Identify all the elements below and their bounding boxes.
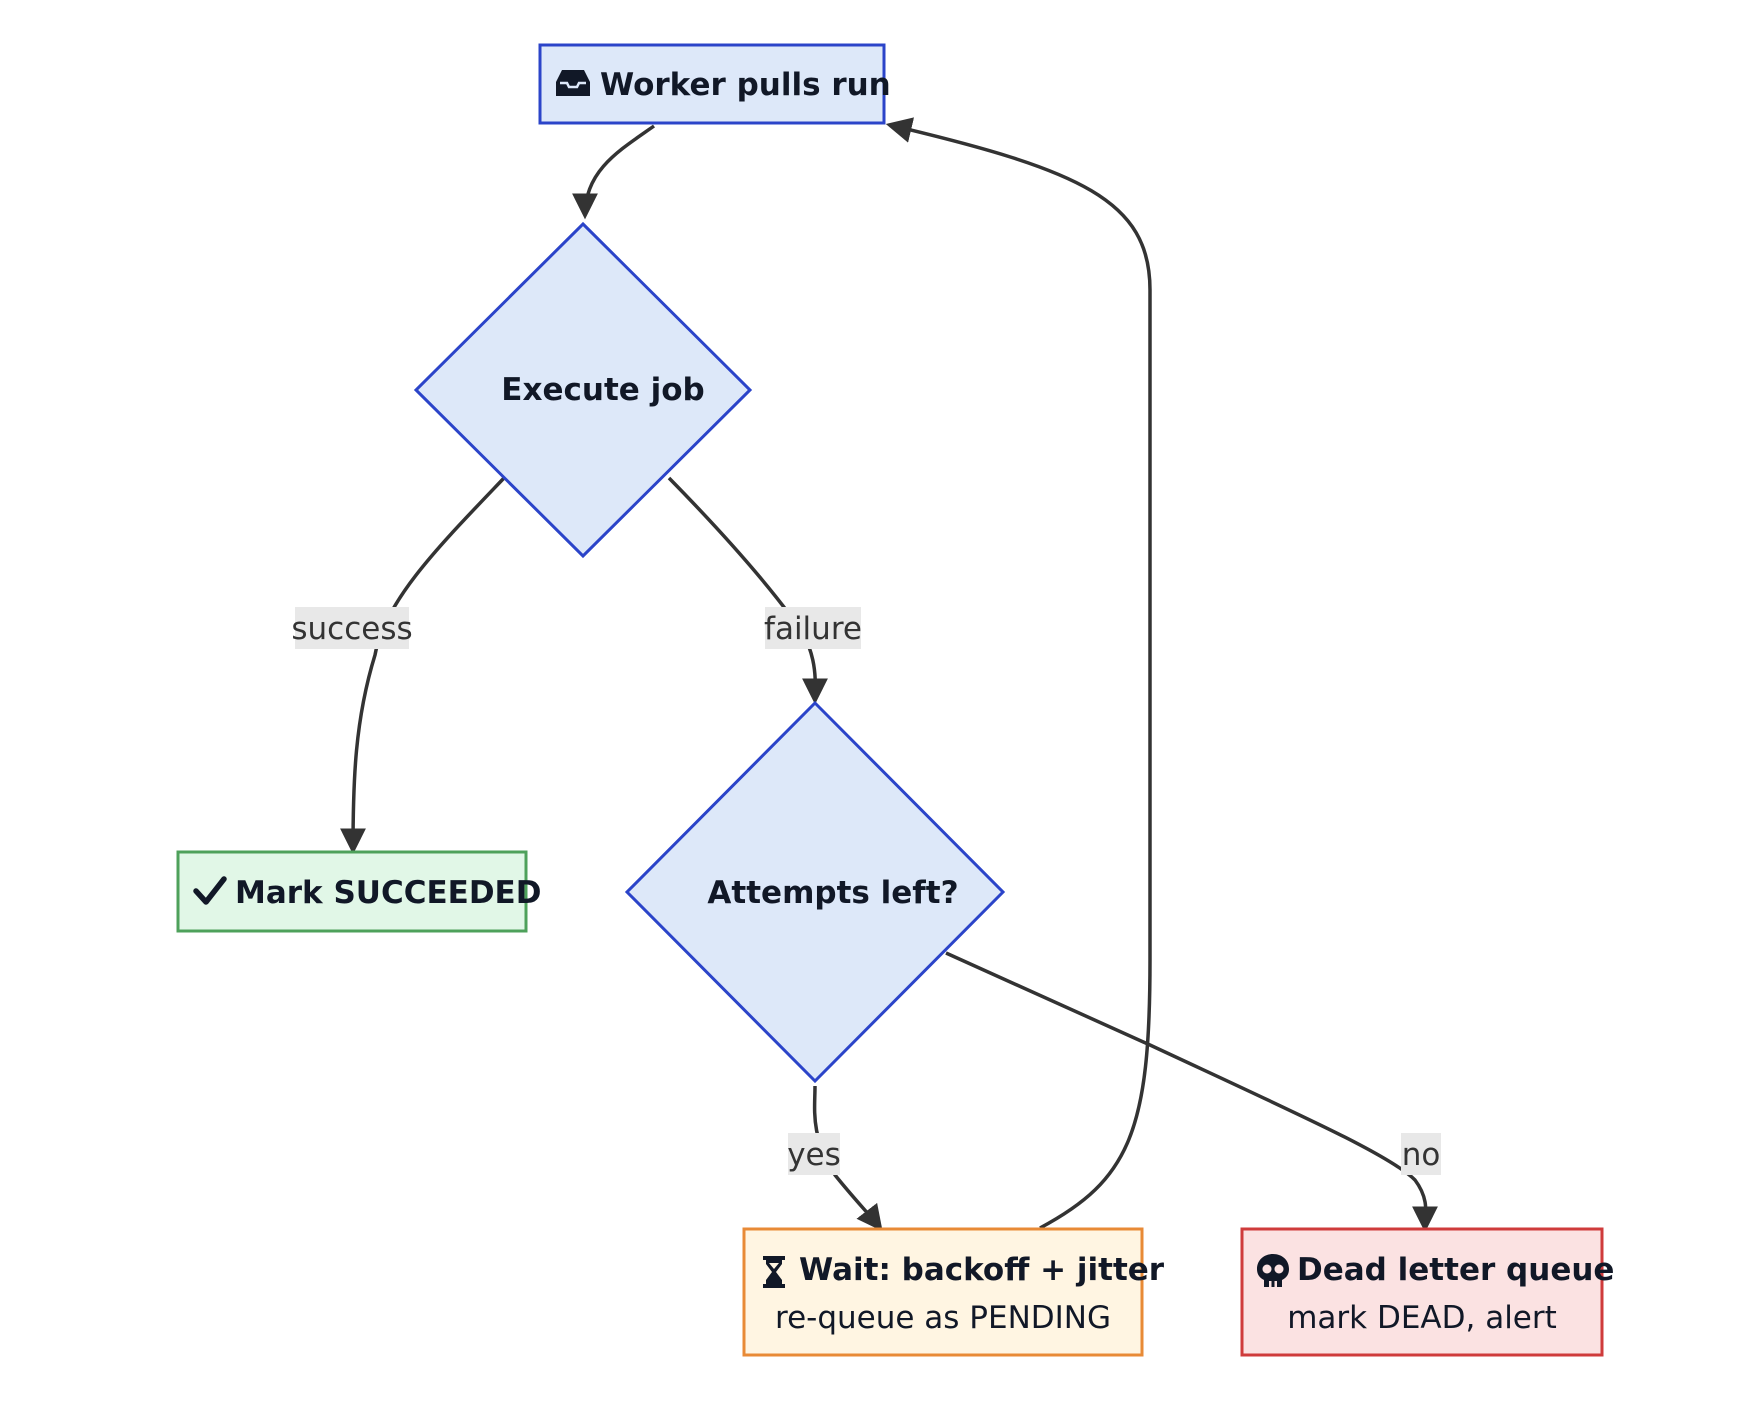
svg-text:yes: yes [787,1137,841,1173]
node-worker-pulls-run: Worker pulls run [538,43,891,125]
edge-label-failure: failure [764,607,862,649]
edge-start-to-execute [572,124,656,220]
check-icon [193,876,227,905]
node-label: Worker pulls run [600,67,891,103]
node-label: Attempts left? [707,875,958,911]
hourglass-icon [763,1256,785,1288]
node-label: Wait: backoff + jitter [799,1252,1165,1288]
skull-icon [1257,1254,1289,1287]
node-wait-backoff: Wait: backoff + jitter re-queue as PENDI… [742,1227,1165,1357]
node-execute-job: Execute job [413,221,753,559]
edge-execute-success [340,476,506,855]
edge-label-yes: yes [787,1133,841,1175]
edge-wait-loop [885,117,1152,1230]
svg-text:success: success [291,611,412,647]
node-dead-letter-queue: Dead letter queue mark DEAD, alert [1240,1227,1614,1357]
edge-label-no: no [1401,1133,1441,1175]
node-sublabel: re-queue as PENDING [775,1300,1111,1336]
inbox-icon [556,70,590,96]
node-attempts-left: Attempts left? [624,700,1006,1084]
edge-label-success: success [291,607,413,649]
node-label: Dead letter queue [1297,1252,1614,1288]
node-label: Execute job [501,372,704,408]
node-label: Mark SUCCEEDED [235,875,541,911]
node-sublabel: mark DEAD, alert [1287,1300,1557,1336]
edge-attempts-no [945,951,1439,1233]
svg-text:no: no [1402,1137,1441,1173]
edge-execute-failure [667,476,829,705]
node-mark-succeeded: Mark SUCCEEDED [176,850,541,933]
svg-text:failure: failure [764,611,862,647]
